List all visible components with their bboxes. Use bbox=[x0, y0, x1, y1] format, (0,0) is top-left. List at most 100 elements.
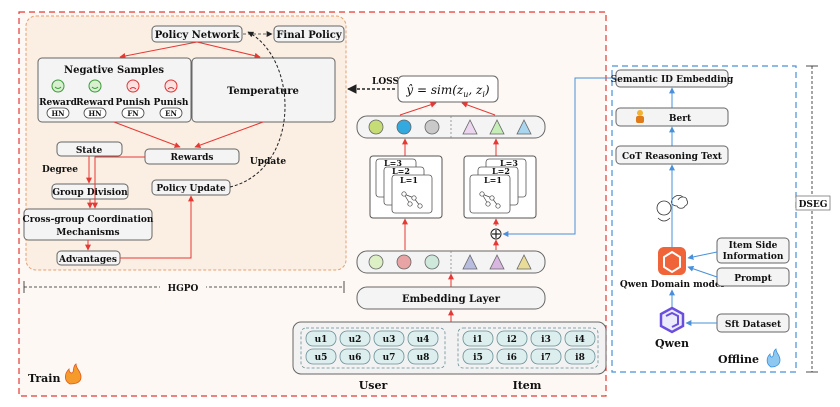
item-id-3: i3 bbox=[541, 335, 551, 345]
user-layer-3-label: L=3 bbox=[384, 158, 402, 168]
similarity-formula: ŷ = sim(zu, zi) bbox=[405, 83, 490, 99]
item-side-label-1: Item Side bbox=[729, 241, 778, 251]
item-id-4: i4 bbox=[575, 335, 585, 345]
item-layer-1-label: L=1 bbox=[484, 175, 502, 185]
blue-fire-icon bbox=[766, 348, 781, 368]
item-emb-in-1 bbox=[462, 254, 478, 270]
item-side-box bbox=[716, 237, 790, 264]
rewards-to-cross-arrow bbox=[92, 156, 145, 209]
pn-to-neg-arrow bbox=[119, 41, 198, 59]
rewards-label: Rewards bbox=[171, 153, 214, 163]
neg-tag-4: EN bbox=[165, 109, 177, 118]
policy-update-box bbox=[151, 179, 231, 196]
item-side-label-2: Information bbox=[723, 252, 784, 262]
user-emb-in-2 bbox=[396, 254, 412, 270]
advantages-label: Advantages bbox=[58, 255, 117, 265]
item-id-1: i1 bbox=[473, 335, 483, 345]
neg-label-4: Punish bbox=[154, 98, 189, 108]
thinking-person-icon bbox=[656, 194, 688, 222]
user-out-to-sim-arrow bbox=[399, 101, 437, 116]
bert-box bbox=[615, 107, 729, 127]
user-id-6: u6 bbox=[349, 353, 362, 363]
item-ids: i1 i2 i3 i4 i5 i6 i7 i8 bbox=[462, 330, 596, 365]
degree-bg bbox=[40, 162, 78, 174]
item-label: Item bbox=[513, 379, 542, 392]
user-id-3: u3 bbox=[383, 335, 396, 345]
user-layer-1 bbox=[391, 174, 433, 214]
user-graph-icon bbox=[401, 191, 423, 209]
pn-to-temp-arrow bbox=[196, 41, 261, 59]
dseg-label-box bbox=[795, 195, 831, 211]
item-layer-1 bbox=[469, 174, 511, 214]
cot-box bbox=[615, 145, 729, 165]
group-division-label: Group Division bbox=[52, 188, 128, 198]
item-graph-icon bbox=[479, 191, 501, 209]
cross-group-label-1: Cross-group Coordination bbox=[23, 215, 154, 225]
policy-update-label: Policy Update bbox=[156, 184, 226, 194]
user-emb-out-2 bbox=[396, 119, 412, 135]
face-sad-icon-2 bbox=[164, 79, 178, 93]
dseg-label: DSEG bbox=[799, 200, 828, 210]
cross-group-label-2: Mechanisms bbox=[56, 228, 119, 238]
face-happy-icon-1 bbox=[51, 79, 65, 93]
policy-network-label: Policy Network bbox=[155, 30, 241, 41]
cot-label: CoT Reasoning Text bbox=[622, 152, 723, 162]
neg-tag-3: FN bbox=[127, 109, 139, 118]
item-layer-3-label: L=3 bbox=[500, 158, 518, 168]
adv-to-policy-update-arrow bbox=[120, 195, 194, 259]
temperature-box bbox=[191, 57, 336, 123]
degree-label: Degree bbox=[42, 165, 78, 175]
embedding-layer-box bbox=[356, 286, 546, 310]
qwen-label: Qwen bbox=[655, 337, 689, 350]
item-emb-out-2 bbox=[489, 119, 505, 135]
input-embedding-row bbox=[356, 250, 546, 274]
neg-tag-2: HN bbox=[88, 109, 102, 118]
temp-to-rewards-arrow bbox=[194, 121, 264, 148]
update-curve-arrow bbox=[229, 31, 286, 188]
offline-label: Offline bbox=[718, 353, 759, 366]
item-id-7: i7 bbox=[541, 353, 551, 363]
user-emb-in-3 bbox=[424, 254, 440, 270]
loss-label: LOSS bbox=[372, 77, 399, 87]
neg-label-1: Reward bbox=[39, 98, 78, 108]
embedding-layer-label: Embedding Layer bbox=[402, 294, 501, 305]
qwen-domain-label: Qwen Domain model bbox=[620, 280, 725, 290]
user-emb-out-3 bbox=[424, 119, 440, 135]
bert-icon bbox=[636, 110, 644, 123]
neg-tag-1: HN bbox=[51, 109, 65, 118]
qwen-icon bbox=[659, 306, 685, 334]
neg-to-rewards-arrow bbox=[113, 121, 181, 148]
item-id-6: i6 bbox=[507, 353, 517, 363]
sft-label: Sft Dataset bbox=[725, 320, 782, 330]
similarity-box bbox=[397, 75, 499, 103]
item-emb-out-1 bbox=[462, 119, 478, 135]
item-id-group bbox=[457, 327, 599, 369]
item-emb-in-2 bbox=[489, 254, 505, 270]
output-embedding-row bbox=[356, 115, 546, 139]
temperature-label: Temperature bbox=[227, 86, 299, 97]
final-policy-label: Final Policy bbox=[276, 30, 343, 41]
negative-samples-title: Negative Samples bbox=[64, 65, 164, 76]
face-sad-icon-1 bbox=[126, 79, 140, 93]
item-layer-2-label: L=2 bbox=[492, 166, 510, 176]
neg-label-3: Punish bbox=[116, 98, 151, 108]
user-id-8: u8 bbox=[417, 353, 430, 363]
train-label: Train bbox=[28, 372, 60, 385]
face-happy-icon-2 bbox=[88, 79, 102, 93]
prompt-to-qwen-arrow bbox=[687, 265, 718, 278]
fire-icon bbox=[64, 363, 82, 385]
item-emb-out-3 bbox=[516, 119, 532, 135]
user-emb-in-1 bbox=[368, 254, 384, 270]
state-label: State bbox=[76, 146, 103, 156]
user-id-2: u2 bbox=[349, 335, 362, 345]
prompt-label: Prompt bbox=[734, 274, 772, 284]
add-icon bbox=[490, 228, 502, 240]
user-id-4: u4 bbox=[417, 335, 430, 345]
user-id-group bbox=[300, 327, 446, 369]
user-layer-1-label: L=1 bbox=[400, 175, 418, 185]
semantic-to-item-arrow bbox=[502, 77, 616, 237]
user-label: User bbox=[359, 379, 388, 392]
neg-label-2: Reward bbox=[76, 98, 115, 108]
bert-label: Bert bbox=[669, 114, 692, 124]
hgpo-label-bg bbox=[160, 281, 206, 293]
